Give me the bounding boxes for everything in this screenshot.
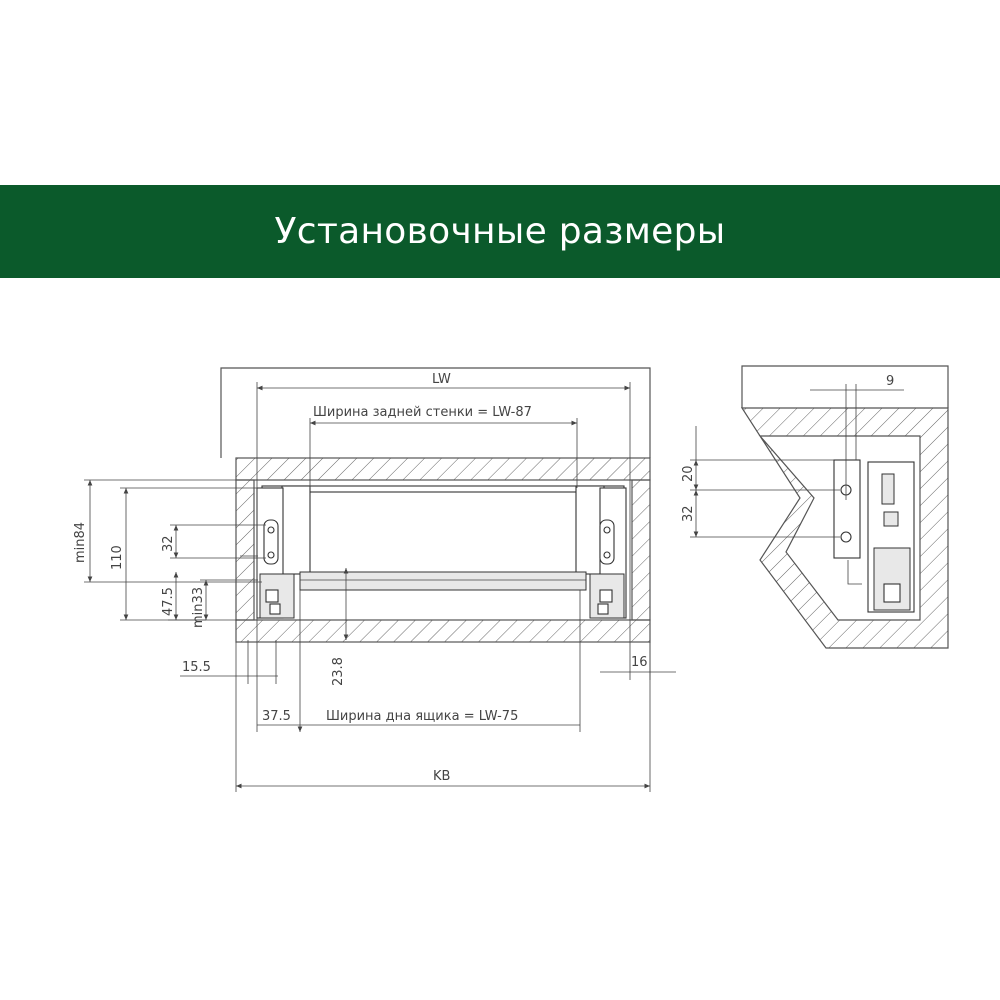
drawer-front-outline [220, 367, 651, 458]
cabinet-walls [235, 457, 651, 643]
page-title: Установочные размеры [274, 211, 726, 252]
dim-9: 9 [886, 374, 894, 389]
front-view: LW Ширина задней стенки = LW-87 min84 11… [73, 367, 676, 792]
cabinet-side-wall [740, 407, 949, 649]
dim-lw: LW [432, 372, 451, 387]
dim-kb: KB [433, 769, 450, 784]
drawer-box [261, 485, 625, 591]
dim-32: 32 [161, 535, 176, 552]
right-runner [589, 487, 627, 619]
dim-bottom-width: Ширина дна ящика = LW-75 [326, 709, 518, 724]
dim-min33: min33 [191, 587, 206, 628]
dim-16: 16 [631, 655, 648, 670]
dim-side-32: 32 [681, 505, 696, 522]
dim-47-5: 47.5 [161, 587, 176, 616]
dim-37-5: 37.5 [262, 709, 291, 724]
dim-min84: min84 [73, 522, 88, 563]
side-view: 9 20 32 [681, 365, 949, 649]
mounting-plate [833, 459, 861, 559]
side-front-outline [741, 365, 949, 408]
dim-15-5: 15.5 [182, 660, 211, 675]
title-banner: Установочные размеры [0, 185, 1000, 278]
dim-back-wall: Ширина задней стенки = LW-87 [313, 405, 532, 420]
dim-23-8: 23.8 [331, 657, 346, 686]
dim-side-20: 20 [681, 465, 696, 482]
dim-110: 110 [110, 545, 125, 570]
left-runner [240, 487, 295, 619]
